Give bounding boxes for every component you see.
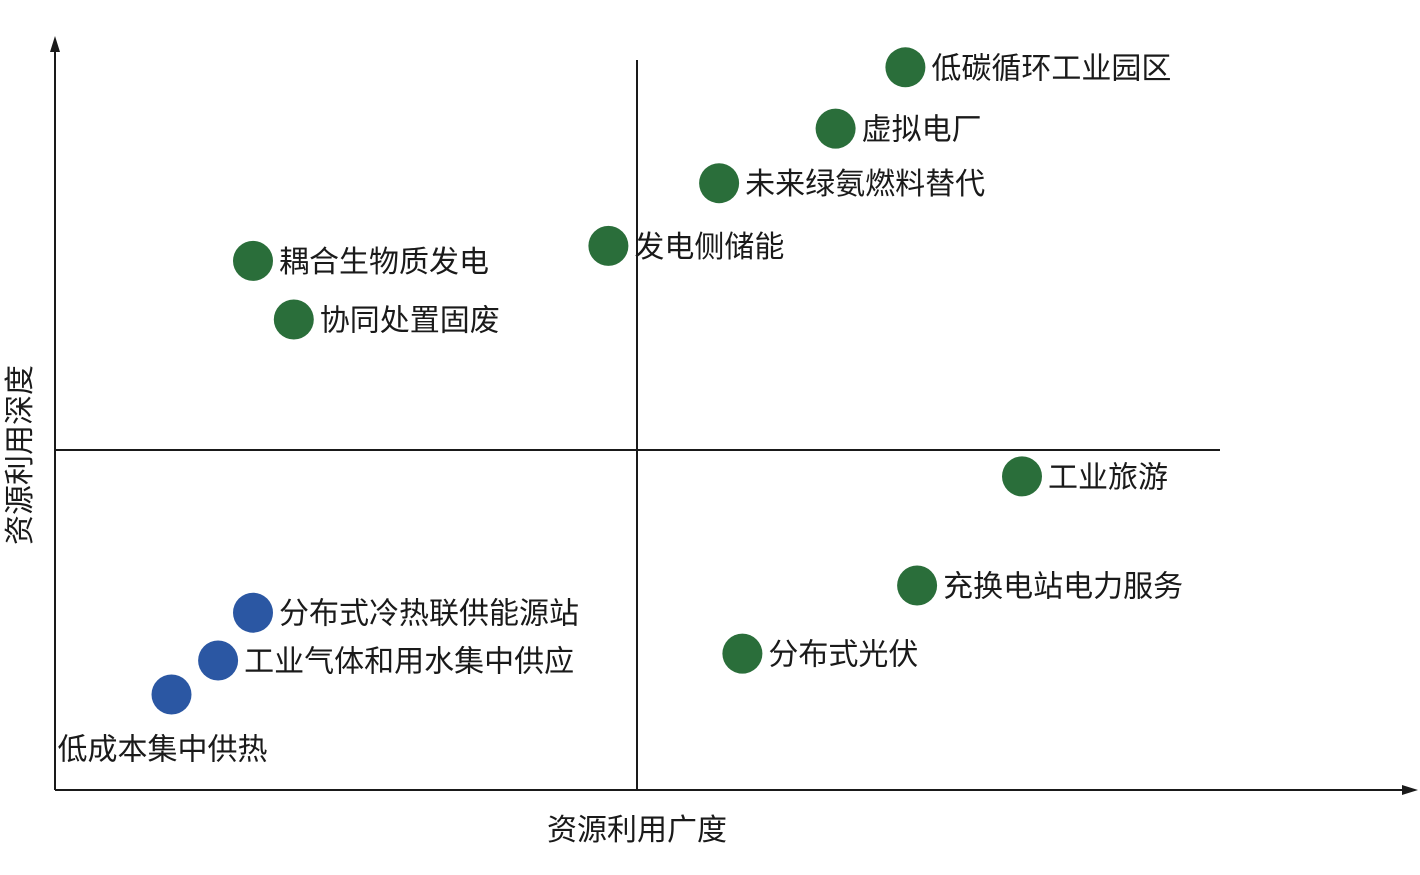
data-point: 分布式光伏 — [722, 633, 918, 674]
data-point: 虚拟电厂 — [815, 108, 982, 149]
data-point: 低碳循环工业园区 — [885, 47, 1171, 88]
x-axis-arrow — [1402, 785, 1418, 795]
data-point: 充换电站电力服务 — [897, 565, 1183, 606]
data-point-marker — [699, 163, 740, 204]
y-axis-arrow — [50, 36, 60, 52]
data-point-label: 未来绿氨燃料替代 — [745, 167, 985, 202]
data-point-label: 分布式冷热联供能源站 — [279, 597, 579, 632]
data-point-label: 工业旅游 — [1048, 460, 1168, 495]
data-point-label: 低碳循环工业园区 — [931, 51, 1171, 86]
data-point-label: 充换电站电力服务 — [943, 570, 1183, 605]
data-point-label: 工业气体和用水集中供应 — [244, 645, 574, 680]
y-axis-title: 资源利用深度 — [3, 365, 38, 545]
data-point: 分布式冷热联供能源站 — [233, 592, 579, 633]
data-point-marker — [588, 225, 629, 266]
data-point-label: 发电侧储能 — [634, 230, 784, 265]
data-point-marker — [897, 565, 938, 606]
data-point: 发电侧储能 — [588, 225, 784, 266]
data-point: 工业旅游 — [1002, 456, 1168, 497]
data-point-marker — [1002, 456, 1042, 497]
data-point-marker — [722, 633, 763, 674]
data-point-marker — [273, 299, 314, 340]
axes — [50, 36, 1418, 795]
x-axis-title: 资源利用广度 — [547, 813, 727, 848]
data-point-label: 协同处置固废 — [320, 304, 500, 339]
data-point-marker — [233, 592, 273, 633]
data-point: 耦合生物质发电 — [233, 240, 489, 281]
data-point: 工业气体和用水集中供应 — [198, 640, 574, 681]
data-point-marker — [885, 47, 926, 88]
data-point-marker — [151, 674, 192, 715]
data-point: 协同处置固废 — [273, 299, 500, 340]
data-point-label: 耦合生物质发电 — [279, 245, 489, 280]
data-point-marker — [233, 240, 273, 281]
data-point-marker — [198, 640, 239, 681]
data-point-label: 虚拟电厂 — [862, 113, 982, 148]
data-point-label: 低成本集中供热 — [58, 733, 268, 768]
data-point: 低成本集中供热 — [58, 674, 268, 768]
data-point-label: 分布式光伏 — [768, 638, 918, 673]
data-point: 未来绿氨燃料替代 — [699, 163, 985, 204]
data-point-marker — [815, 108, 856, 149]
